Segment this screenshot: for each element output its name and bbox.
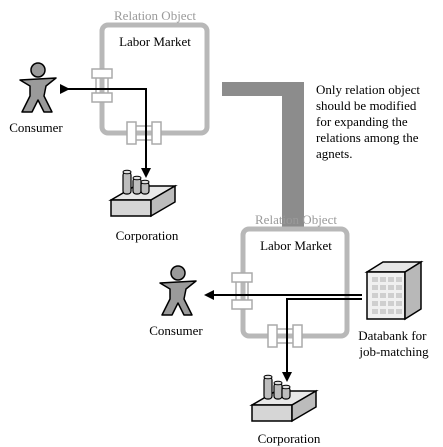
databank-label-line: job-matching (358, 344, 429, 359)
top-consumer-label: Consumer (9, 120, 63, 135)
annotation-line: for expanding the (316, 114, 408, 129)
top-consumer-icon (19, 62, 57, 113)
databank-icon (364, 260, 424, 321)
annotation-line: relations among the (316, 130, 419, 145)
bottom-diagram: Relation Object Labor Market Consumer (149, 212, 429, 446)
annotation-text: Only relation object should be modified … (316, 82, 423, 161)
top-connection-line (60, 84, 151, 178)
bottom-corporation-icon (249, 374, 319, 423)
bottom-left-port-connector (231, 272, 253, 310)
bottom-consumer-label: Consumer (149, 323, 203, 338)
top-labor-market-label: Labor Market (119, 34, 191, 49)
annotation-line: agnets. (316, 146, 352, 161)
top-corporation-label: Corporation (116, 228, 179, 243)
bottom-corporation-label: Corporation (258, 431, 321, 446)
bottom-consumer-icon (159, 265, 197, 316)
bottom-labor-market-label: Labor Market (260, 238, 332, 253)
bottom-connection-to-corporation (282, 298, 362, 382)
top-frame-title: Relation Object (114, 8, 196, 23)
bottom-frame-title: Relation Object (255, 212, 337, 227)
top-corporation-icon (108, 169, 178, 218)
bottom-bottom-port-connector (267, 324, 303, 348)
top-diagram: Relation Object Labor Market Consumer (9, 8, 210, 243)
transition-arrow (222, 82, 322, 272)
annotation-line: Only relation object (316, 82, 420, 97)
databank-label: Databank for job-matching (358, 328, 429, 359)
annotation-line: should be modified (316, 98, 417, 113)
databank-label-line: Databank for (358, 328, 427, 343)
